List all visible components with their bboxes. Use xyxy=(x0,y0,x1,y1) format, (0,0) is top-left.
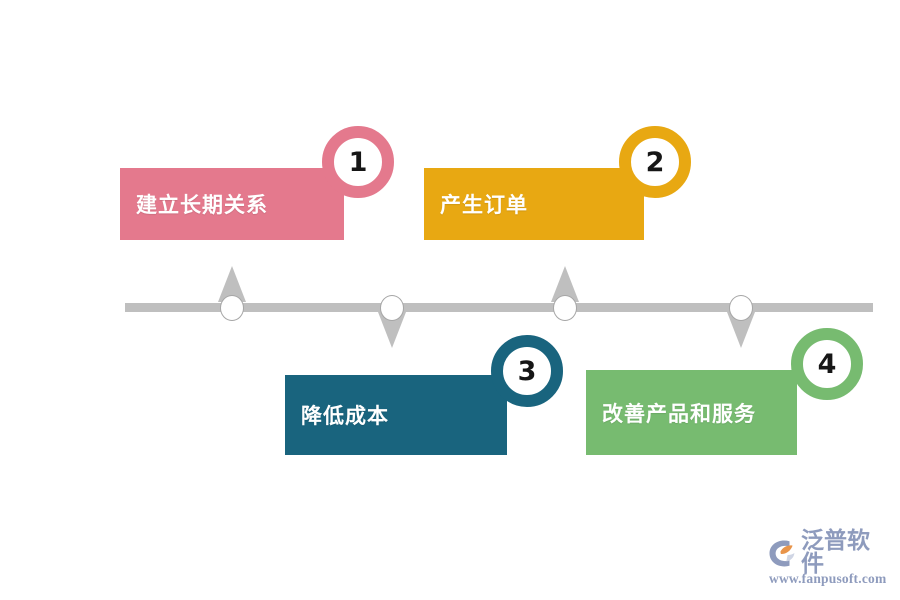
fanpu-logo-icon xyxy=(768,539,798,568)
step-label-1: 建立长期关系 xyxy=(136,193,268,217)
step-number-4: 4 xyxy=(817,348,837,380)
step-label-3: 降低成本 xyxy=(301,404,389,428)
step-box-2[interactable]: 产生订单 xyxy=(424,168,644,240)
step-box-1[interactable]: 建立长期关系 xyxy=(120,168,344,240)
timeline-line xyxy=(125,303,873,312)
timeline-node-3[interactable] xyxy=(553,295,577,321)
step-number-1: 1 xyxy=(348,146,368,178)
watermark-logo: 泛普软件 www.fanpusoft.com xyxy=(768,530,892,592)
timeline-node-4[interactable] xyxy=(729,295,753,321)
step-number-3: 3 xyxy=(517,355,537,387)
watermark-url-text: www.fanpusoft.com xyxy=(769,571,887,586)
watermark-brand-text: 泛普软件 xyxy=(801,528,870,577)
step-number-2: 2 xyxy=(645,146,665,178)
step-badge-2[interactable]: 2 xyxy=(619,126,691,198)
step-box-4[interactable]: 改善产品和服务 xyxy=(586,370,797,455)
timeline-node-1[interactable] xyxy=(220,295,244,321)
step-label-2: 产生订单 xyxy=(440,193,528,217)
step-badge-3[interactable]: 3 xyxy=(491,335,563,407)
timeline-node-2[interactable] xyxy=(380,295,404,321)
step-badge-4[interactable]: 4 xyxy=(791,328,863,400)
step-box-3[interactable]: 降低成本 xyxy=(285,375,507,455)
step-badge-1[interactable]: 1 xyxy=(322,126,394,198)
step-label-4: 改善产品和服务 xyxy=(602,401,756,426)
watermark-brand-row: 泛普软件 xyxy=(768,530,892,576)
